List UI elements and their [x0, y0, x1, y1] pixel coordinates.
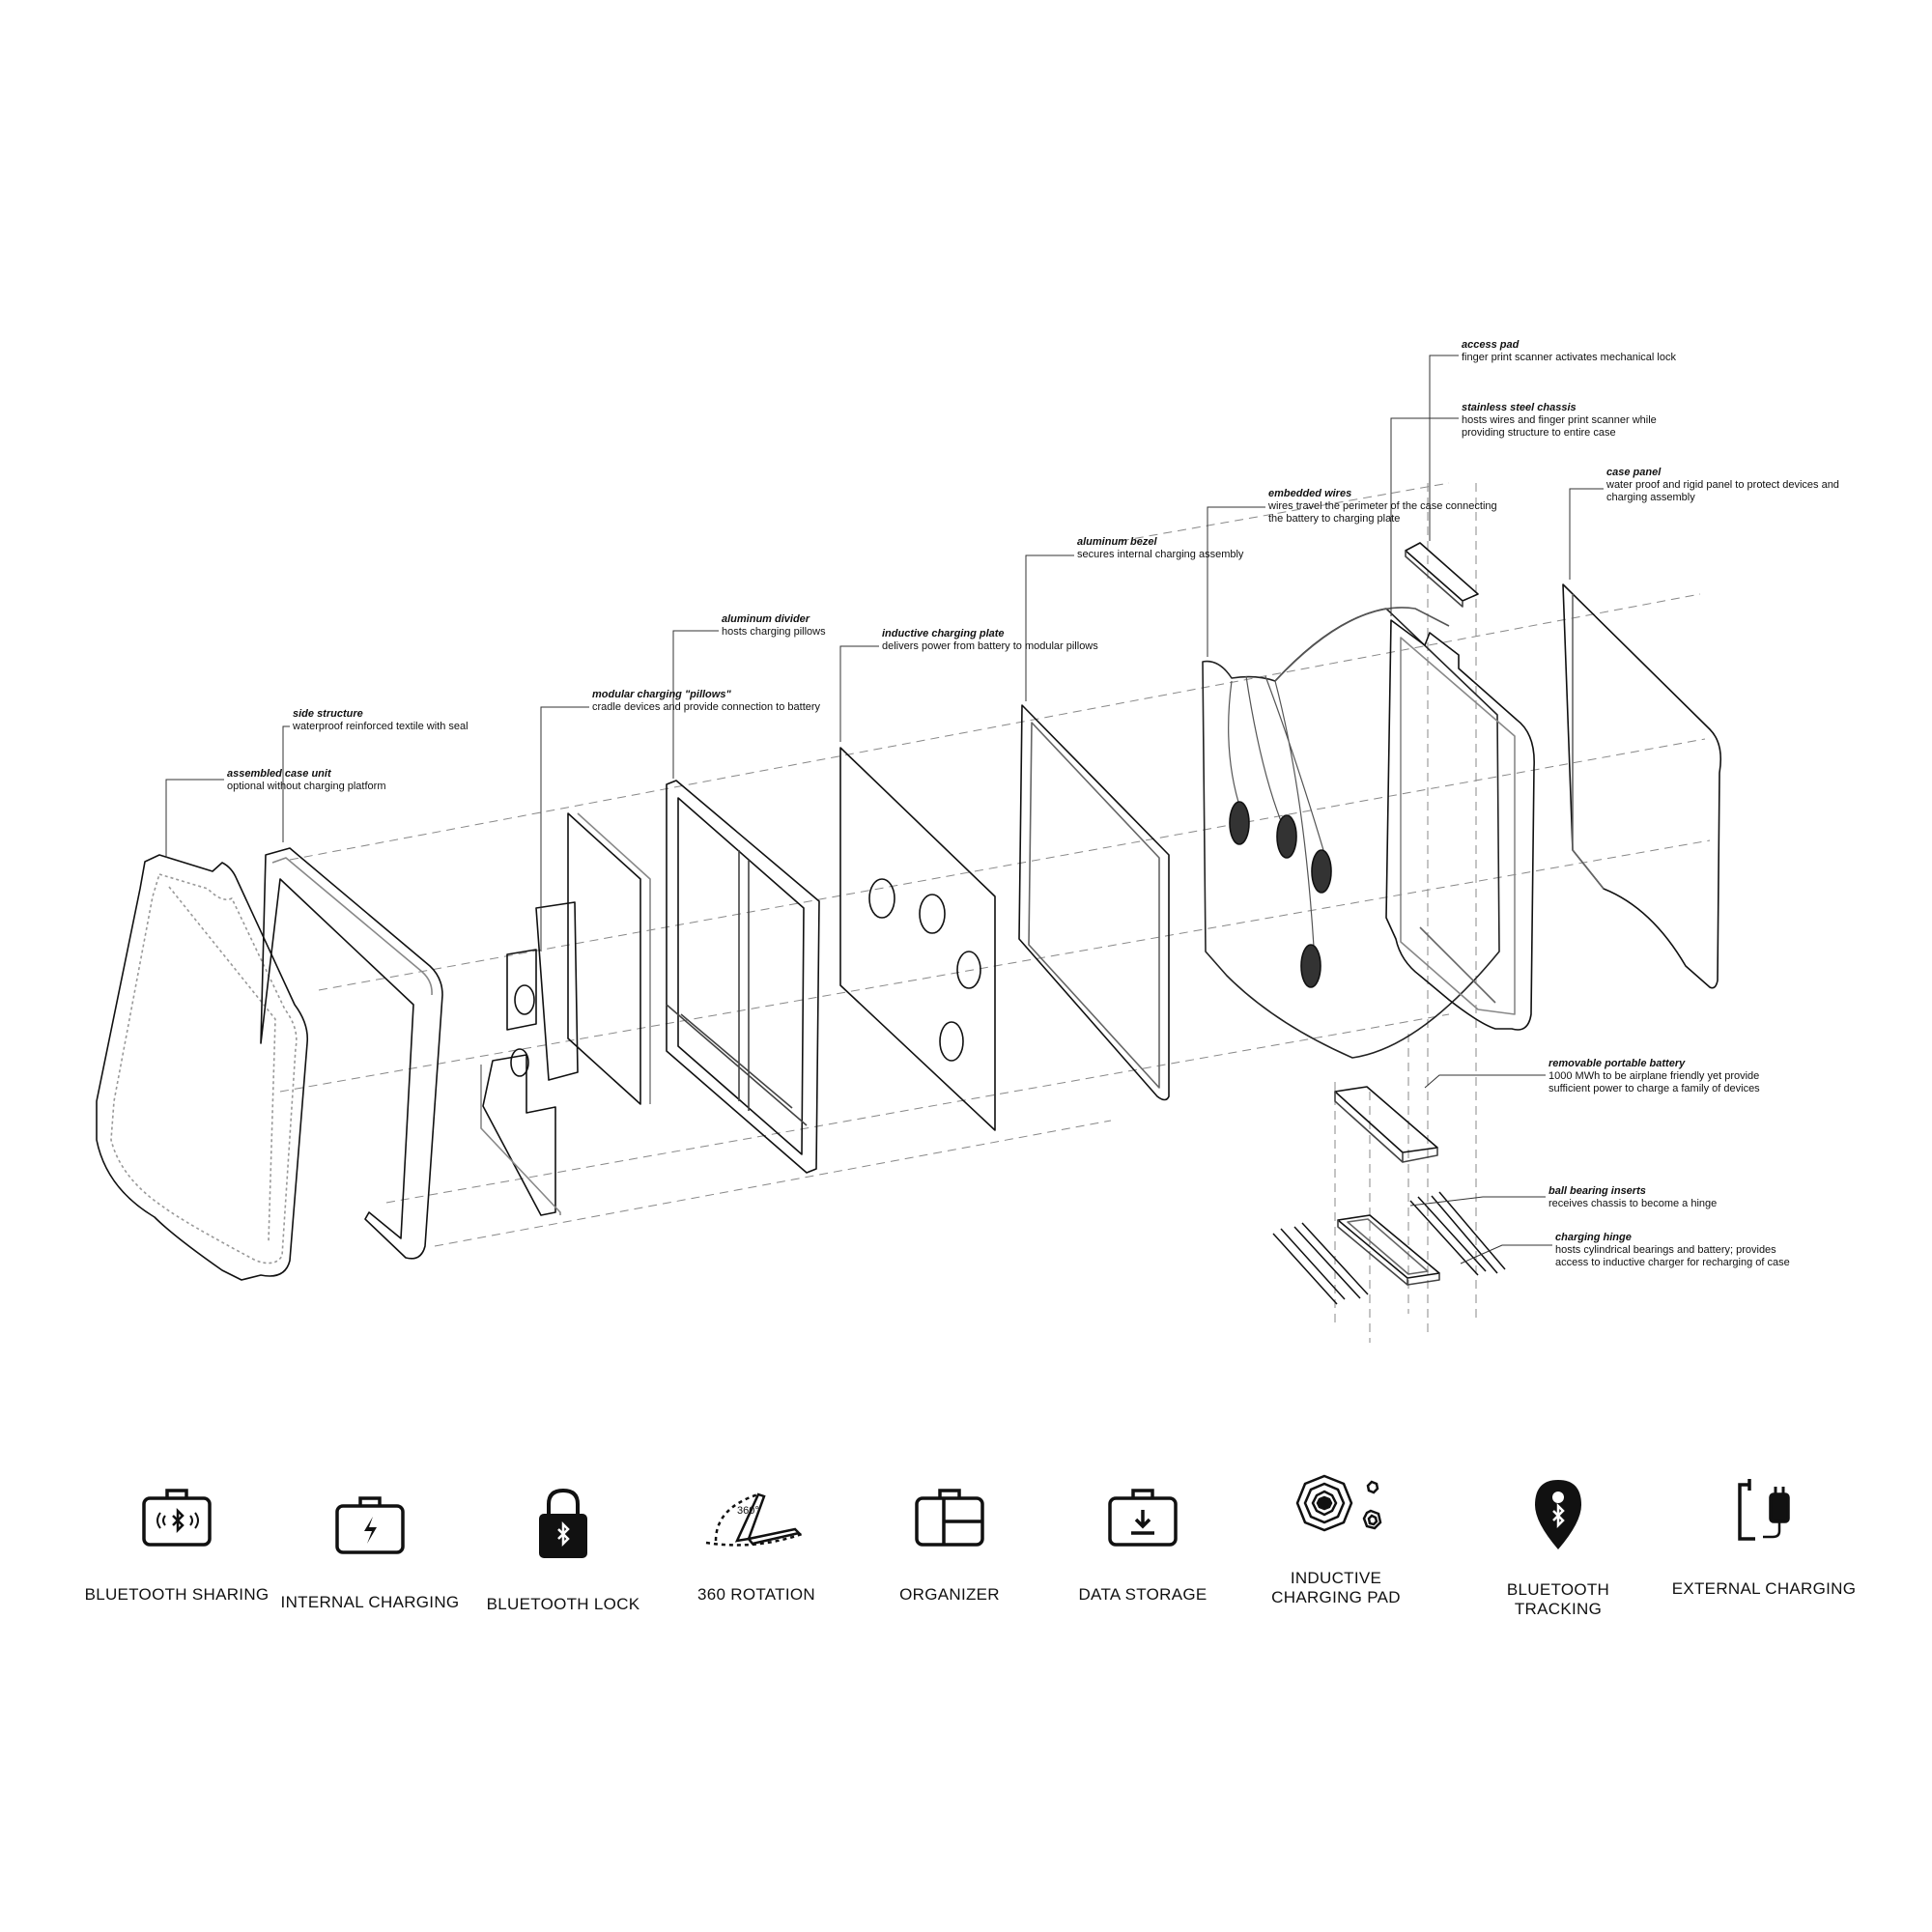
- charging-pillows: [480, 812, 651, 1216]
- feature-label: 360 ROTATION: [697, 1585, 815, 1604]
- callout-case-panel: case panel water proof and rigid panel t…: [1606, 467, 1839, 504]
- assembled-case-unit: [96, 854, 309, 1281]
- callout-desc: charging assembly: [1606, 492, 1695, 503]
- callout-title: aluminum divider: [722, 613, 810, 625]
- callout-assembled-case-unit: assembled case unit optional without cha…: [227, 768, 385, 793]
- callout-side-structure: side structure waterproof reinforced tex…: [293, 708, 469, 733]
- callout-desc: optional without charging platform: [227, 781, 386, 792]
- feature-bluetooth-tracking: BLUETOOTH TRACKING: [1462, 1476, 1655, 1619]
- callout-desc: sufficient power to charge a family of d…: [1548, 1083, 1760, 1094]
- feature-label: ORGANIZER: [899, 1585, 1000, 1604]
- callout-desc: waterproof reinforced textile with seal: [293, 721, 469, 732]
- callout-title: inductive charging plate: [882, 628, 1005, 639]
- callout-embedded-wires: embedded wires wires travel the perimete…: [1268, 488, 1497, 526]
- feature-data-storage: DATA STORAGE: [1046, 1483, 1239, 1605]
- callout-stainless-steel-chassis: stainless steel chassis hosts wires and …: [1462, 402, 1657, 440]
- feature-label-line: CHARGING PAD: [1271, 1588, 1401, 1606]
- plug-icon: [1738, 1479, 1790, 1541]
- callout-title: removable portable battery: [1548, 1058, 1686, 1069]
- callout-title: embedded wires: [1268, 488, 1352, 499]
- access-pad: [1405, 542, 1479, 608]
- feature-bluetooth-sharing: BLUETOOTH SHARING: [80, 1483, 273, 1605]
- callout-desc: the battery to charging plate: [1268, 513, 1401, 525]
- callout-desc: wires travel the perimeter of the case c…: [1268, 500, 1497, 512]
- removable-battery: [1334, 1086, 1438, 1163]
- callout-desc: access to inductive charger for rechargi…: [1555, 1257, 1790, 1268]
- callout-desc: hosts wires and finger print scanner whi…: [1462, 414, 1657, 426]
- stainless-steel-chassis: [1385, 619, 1535, 1031]
- callout-desc: finger print scanner activates mechanica…: [1462, 352, 1676, 363]
- feature-internal-charging: INTERNAL CHARGING: [273, 1491, 467, 1612]
- rotation-icon-text: 360°: [737, 1505, 759, 1517]
- callout-desc: hosts cylindrical bearings and battery; …: [1555, 1244, 1776, 1256]
- case-panel: [1562, 583, 1722, 989]
- feature-360-rotation: 360° 360 ROTATION: [660, 1483, 853, 1605]
- callout-charging-pillows: modular charging "pillows" cradle device…: [592, 689, 820, 714]
- callout-desc: secures internal charging assembly: [1077, 549, 1244, 560]
- callout-title: assembled case unit: [227, 768, 331, 780]
- bluetooth-lock-icon: [539, 1488, 587, 1558]
- ball-bearings: [1272, 1191, 1506, 1305]
- feature-label: INDUCTIVE CHARGING PAD: [1239, 1569, 1433, 1607]
- callout-desc: receives chassis to become a hinge: [1548, 1198, 1718, 1209]
- leader-lines: [165, 355, 1604, 1264]
- embedded-wires: [1202, 607, 1500, 1059]
- feature-external-charging: EXTERNAL CHARGING: [1667, 1473, 1861, 1599]
- callout-access-pad: access pad finger print scanner activate…: [1462, 339, 1676, 364]
- callout-aluminum-divider: aluminum divider hosts charging pillows: [722, 613, 826, 639]
- feature-label: BLUETOOTH LOCK: [486, 1595, 640, 1613]
- charging-hinge: [1337, 1214, 1440, 1286]
- callout-title: aluminum bezel: [1077, 536, 1157, 548]
- callout-inductive-charging-plate: inductive charging plate delivers power …: [882, 628, 1098, 653]
- feature-label: EXTERNAL CHARGING: [1671, 1579, 1857, 1598]
- aluminum-divider: [666, 780, 820, 1174]
- callout-charging-hinge: charging hinge hosts cylindrical bearing…: [1555, 1232, 1790, 1269]
- inductive-pad-icon: [1295, 1474, 1382, 1532]
- feature-label: DATA STORAGE: [1078, 1585, 1208, 1604]
- feature-organizer: ORGANIZER: [853, 1483, 1046, 1605]
- callout-desc: delivers power from battery to modular p…: [882, 640, 1098, 652]
- feature-bluetooth-lock: BLUETOOTH LOCK: [467, 1485, 660, 1614]
- inductive-charging-plate: [839, 747, 996, 1131]
- feature-label: BLUETOOTH SHARING: [84, 1585, 270, 1604]
- feature-label-line: INDUCTIVE: [1290, 1569, 1382, 1587]
- feature-label: BLUETOOTH TRACKING: [1506, 1580, 1610, 1618]
- callout-title: charging hinge: [1555, 1232, 1632, 1243]
- callout-title: modular charging "pillows": [592, 689, 731, 700]
- callout-desc: water proof and rigid panel to protect d…: [1606, 479, 1839, 491]
- callout-title: ball bearing inserts: [1548, 1185, 1646, 1197]
- callout-desc: providing structure to entire case: [1462, 427, 1616, 439]
- callout-title: case panel: [1606, 467, 1662, 478]
- aluminum-bezel: [1018, 704, 1170, 1101]
- feature-inductive-charging-pad: INDUCTIVE CHARGING PAD: [1239, 1470, 1433, 1607]
- rotation-360-icon: 360°: [705, 1492, 806, 1547]
- location-pin-icon: [1535, 1480, 1581, 1549]
- callout-desc: hosts charging pillows: [722, 626, 826, 638]
- side-structure: [260, 847, 443, 1260]
- callout-title: access pad: [1462, 339, 1520, 351]
- callout-title: stainless steel chassis: [1462, 402, 1577, 413]
- data-storage-case-icon: [1108, 1489, 1178, 1547]
- callout-title: side structure: [293, 708, 363, 720]
- callout-desc: cradle devices and provide connection to…: [592, 701, 821, 713]
- callout-desc: 1000 MWh to be airplane friendly yet pro…: [1548, 1070, 1760, 1082]
- callout-ball-bearing-inserts: ball bearing inserts receives chassis to…: [1548, 1185, 1717, 1210]
- callout-aluminum-bezel: aluminum bezel secures internal charging…: [1077, 536, 1243, 561]
- callout-removable-battery: removable portable battery 1000 MWh to b…: [1548, 1058, 1760, 1095]
- feature-label: INTERNAL CHARGING: [280, 1593, 460, 1611]
- organizer-case-icon: [915, 1489, 984, 1547]
- charging-case-icon: [335, 1496, 405, 1554]
- bluetooth-case-icon: [142, 1489, 212, 1547]
